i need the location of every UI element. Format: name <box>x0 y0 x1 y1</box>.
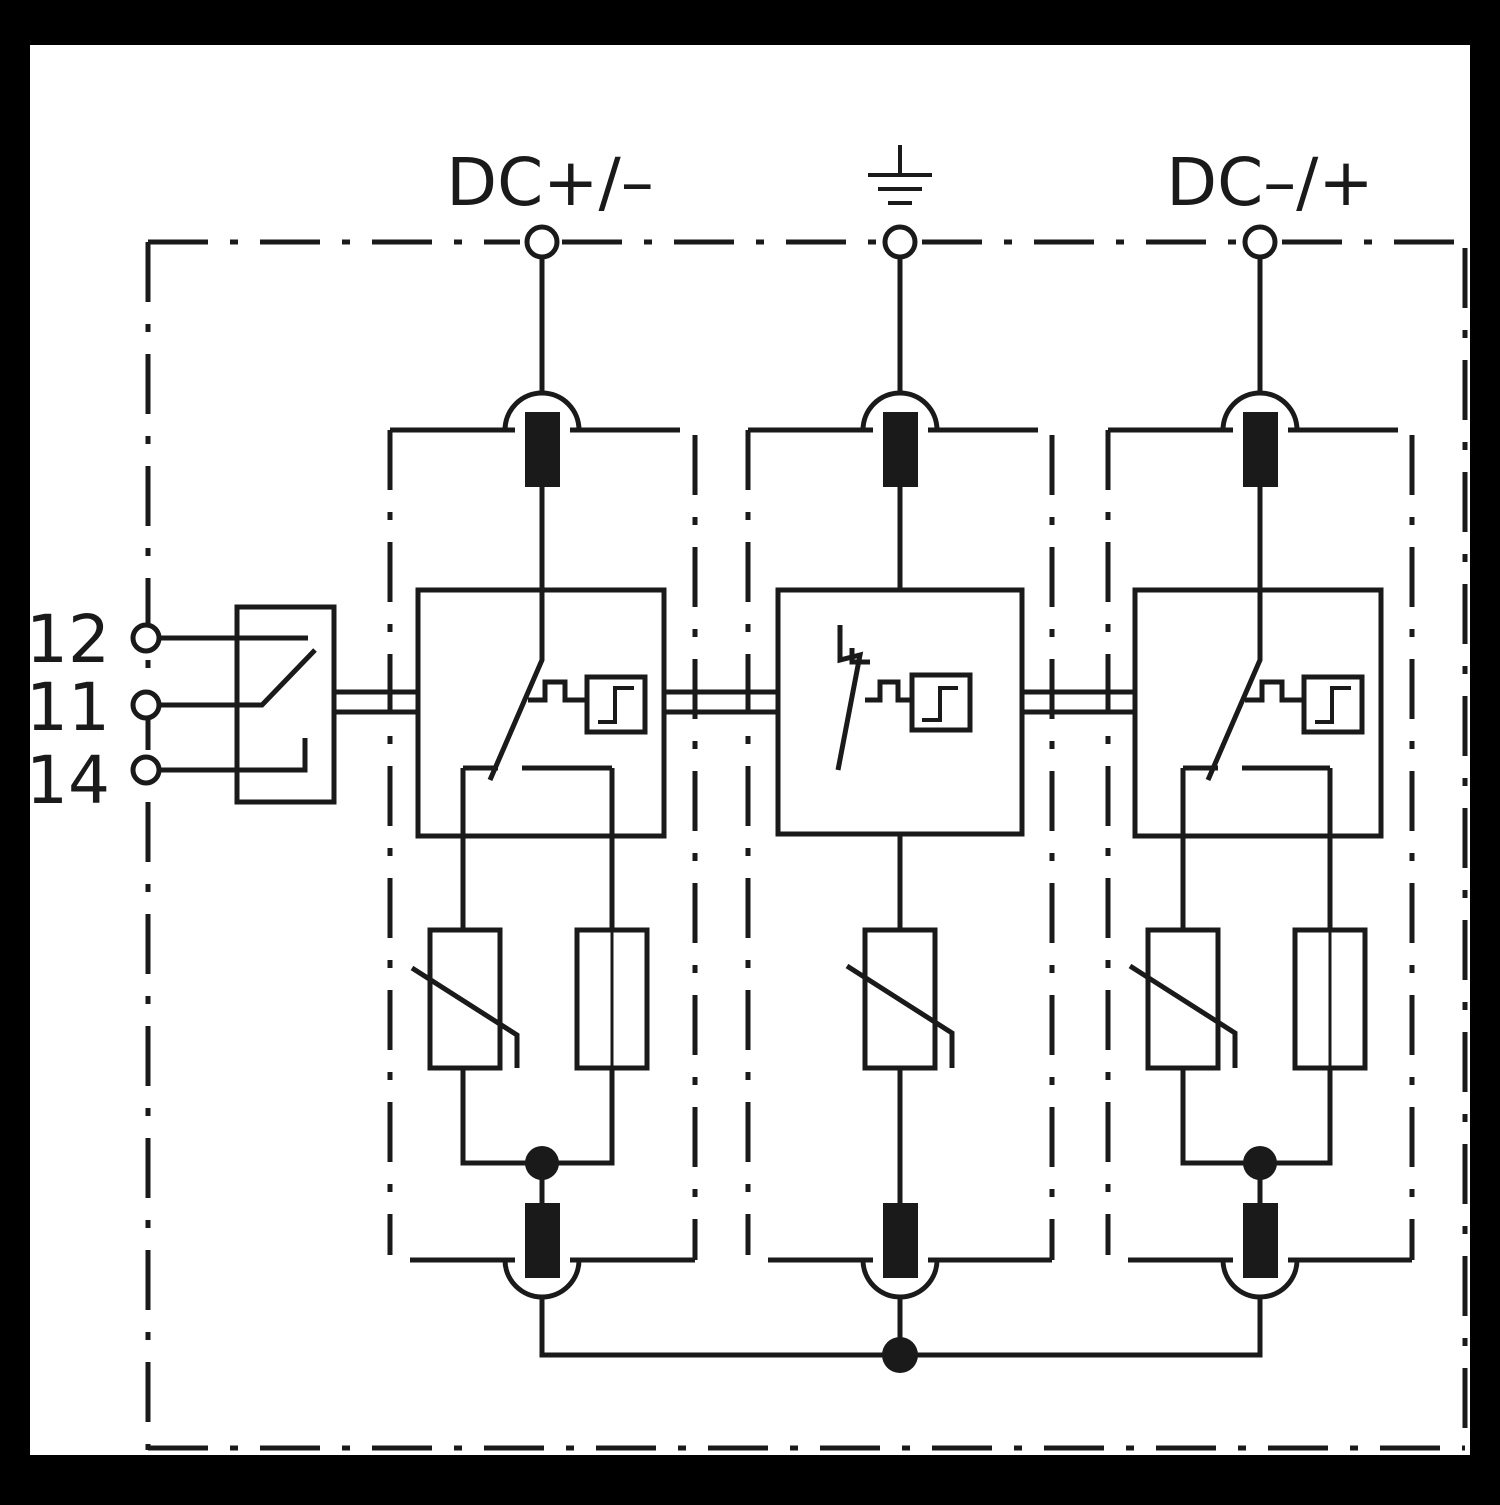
terminal-label-dc-pos-neg: DC+/– <box>446 144 653 221</box>
contact-terminal-12 <box>130 622 162 654</box>
contact-label-11: 11 <box>26 669 110 746</box>
contact-label-12: 12 <box>26 601 110 678</box>
plug-contact-bottom-right <box>1243 1203 1278 1278</box>
junction-dot <box>1243 1146 1277 1180</box>
module-enclosure-middle <box>745 427 1055 1263</box>
module-enclosure-left <box>387 427 698 1263</box>
module-enclosure-right <box>1105 427 1415 1263</box>
thermal-disconnector-icon <box>1301 674 1365 735</box>
plug-contact-bottom-middle <box>883 1203 918 1278</box>
outer-enclosure <box>145 239 1470 1451</box>
terminal-dc-pos-neg <box>524 224 560 260</box>
earth-ground-icon <box>868 145 932 205</box>
plug-contact-top-middle <box>883 412 918 487</box>
junction-dot <box>525 1146 559 1180</box>
plug-contact-top-right <box>1243 412 1278 487</box>
terminal-ground <box>882 224 918 260</box>
contact-terminal-11 <box>130 689 162 721</box>
terminal-label-dc-neg-pos: DC–/+ <box>1166 144 1373 221</box>
thermal-disconnector-icon <box>909 672 973 733</box>
contact-label-14: 14 <box>26 742 110 819</box>
junction-dot <box>882 1337 918 1373</box>
terminal-dc-neg-pos <box>1242 224 1278 260</box>
thermal-disconnector-icon <box>584 674 648 735</box>
contact-terminal-14 <box>130 754 162 786</box>
plug-contact-bottom-left <box>525 1203 560 1278</box>
plug-contact-top-left <box>525 412 560 487</box>
